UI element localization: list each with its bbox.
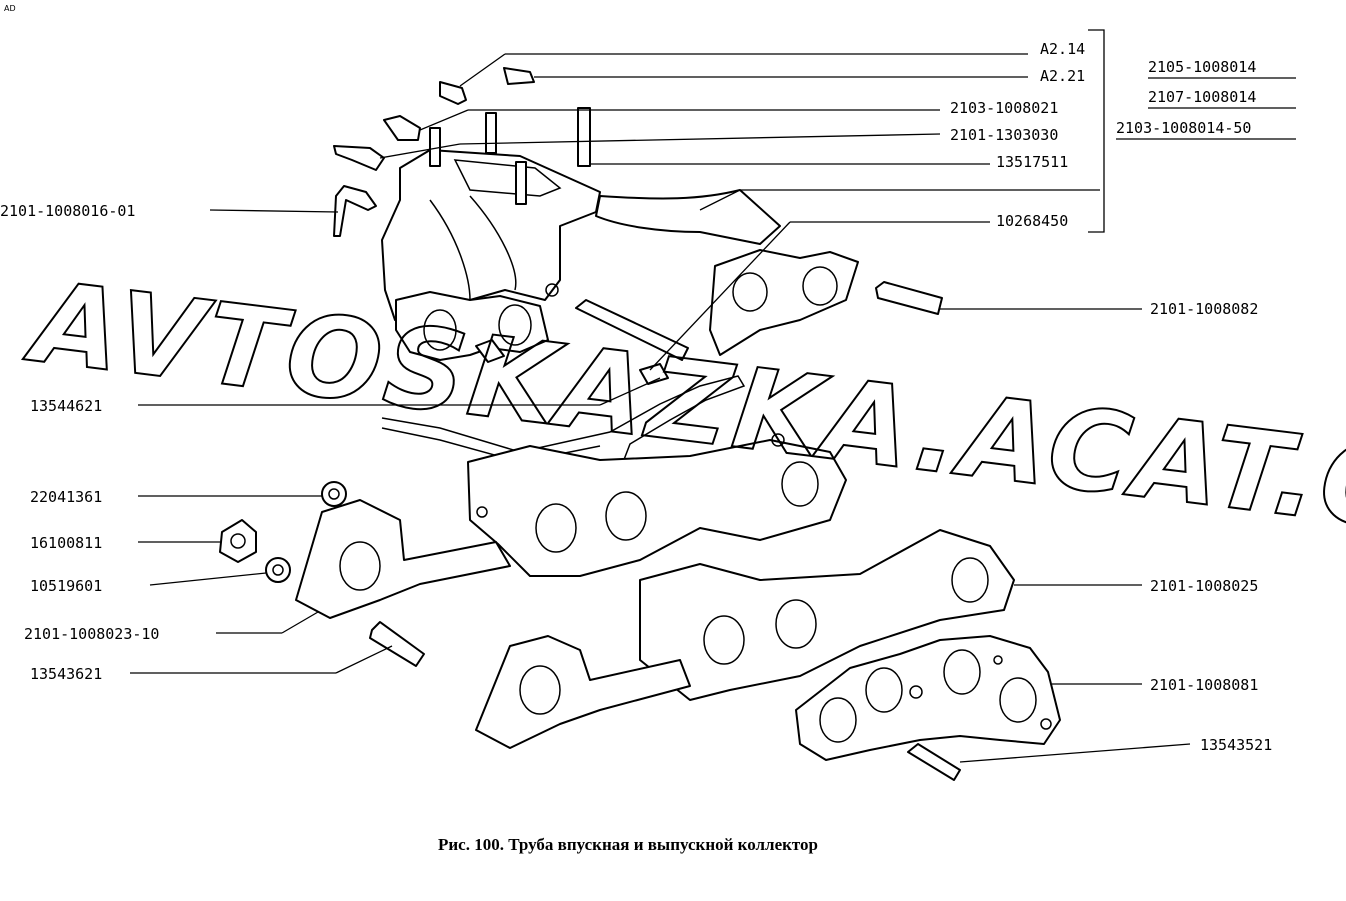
corner-mark: AD bbox=[4, 4, 16, 13]
intake-pipe bbox=[381, 107, 859, 361]
label-16100811: 16100811 bbox=[30, 534, 102, 552]
label-13543521: 13543521 bbox=[1200, 736, 1272, 754]
label-2101-1303030: 2101-1303030 bbox=[950, 126, 1058, 144]
label-2101-1008082: 2101-1008082 bbox=[1150, 300, 1258, 318]
label-10268450: 10268450 bbox=[996, 212, 1068, 230]
label-2101-1008025: 2101-1008025 bbox=[1150, 577, 1258, 595]
label-13517511: 13517511 bbox=[996, 153, 1068, 171]
watermark: AVTOSKAZKA.ACAT.ONLINE bbox=[19, 257, 1346, 605]
long-stud bbox=[475, 299, 689, 385]
label-2101-1008016-01: 2101-1008016-01 bbox=[0, 202, 135, 220]
label-2101-1008081: 2101-1008081 bbox=[1150, 676, 1258, 694]
washers-nut bbox=[219, 481, 347, 583]
label-13543621: 13543621 bbox=[30, 665, 102, 683]
label-a221: A2.21 bbox=[1040, 67, 1085, 85]
callout-labels: A2.14 A2.21 2103-1008021 2101-1303030 13… bbox=[0, 40, 1272, 754]
exhaust-manifold-lower bbox=[475, 529, 1015, 749]
assembly-number: 2107-1008014 bbox=[1148, 88, 1256, 106]
stud-right bbox=[875, 281, 943, 315]
label-2103-1008021: 2103-1008021 bbox=[950, 99, 1058, 117]
fittings bbox=[333, 67, 535, 237]
exhaust-manifold-upper bbox=[295, 375, 847, 619]
label-2101-1008023-10: 2101-1008023-10 bbox=[24, 625, 159, 643]
label-22041361: 22041361 bbox=[30, 488, 102, 506]
label-10519601: 10519601 bbox=[30, 577, 102, 595]
label-a214: A2.14 bbox=[1040, 40, 1085, 58]
leader-lines bbox=[130, 29, 1191, 763]
figure-caption: Рис. 100. Труба впускная и выпускной кол… bbox=[438, 835, 818, 854]
gasket bbox=[795, 635, 1061, 761]
stud-lower-left bbox=[369, 621, 425, 667]
label-13544621: 13544621 bbox=[30, 397, 102, 415]
assembly-number: 2105-1008014 bbox=[1148, 58, 1256, 76]
stud-lower-right bbox=[907, 743, 961, 781]
assembly-number: 2103-1008014-50 bbox=[1116, 119, 1251, 137]
assembly-numbers: 2105-1008014 2107-1008014 2103-1008014-5… bbox=[1116, 58, 1296, 140]
